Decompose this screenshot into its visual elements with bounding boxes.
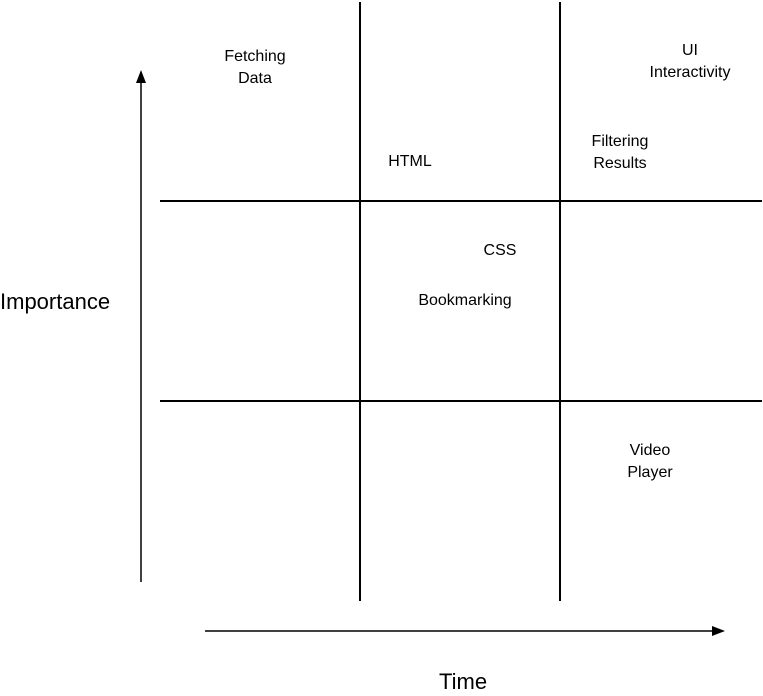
item-fetching-data: Fetching Data xyxy=(224,48,286,87)
item-bookmarking: Bookmarking xyxy=(418,292,512,309)
y-axis-label: Importance xyxy=(0,289,111,314)
item-video-player: Video Player xyxy=(627,442,673,481)
vertical-divider-right xyxy=(559,2,561,601)
item-html: HTML xyxy=(388,153,432,170)
y-axis-arrowhead xyxy=(136,70,146,83)
x-axis-arrowhead xyxy=(712,626,725,636)
horizontal-divider-top xyxy=(160,200,762,202)
item-css: CSS xyxy=(483,242,517,259)
horizontal-divider-bottom xyxy=(160,400,762,402)
item-filtering-results: Filtering Results xyxy=(591,133,649,172)
vertical-divider-left xyxy=(359,2,361,601)
x-axis-label: Time xyxy=(439,669,488,694)
item-ui-interactivity: UI Interactivity xyxy=(649,42,731,81)
